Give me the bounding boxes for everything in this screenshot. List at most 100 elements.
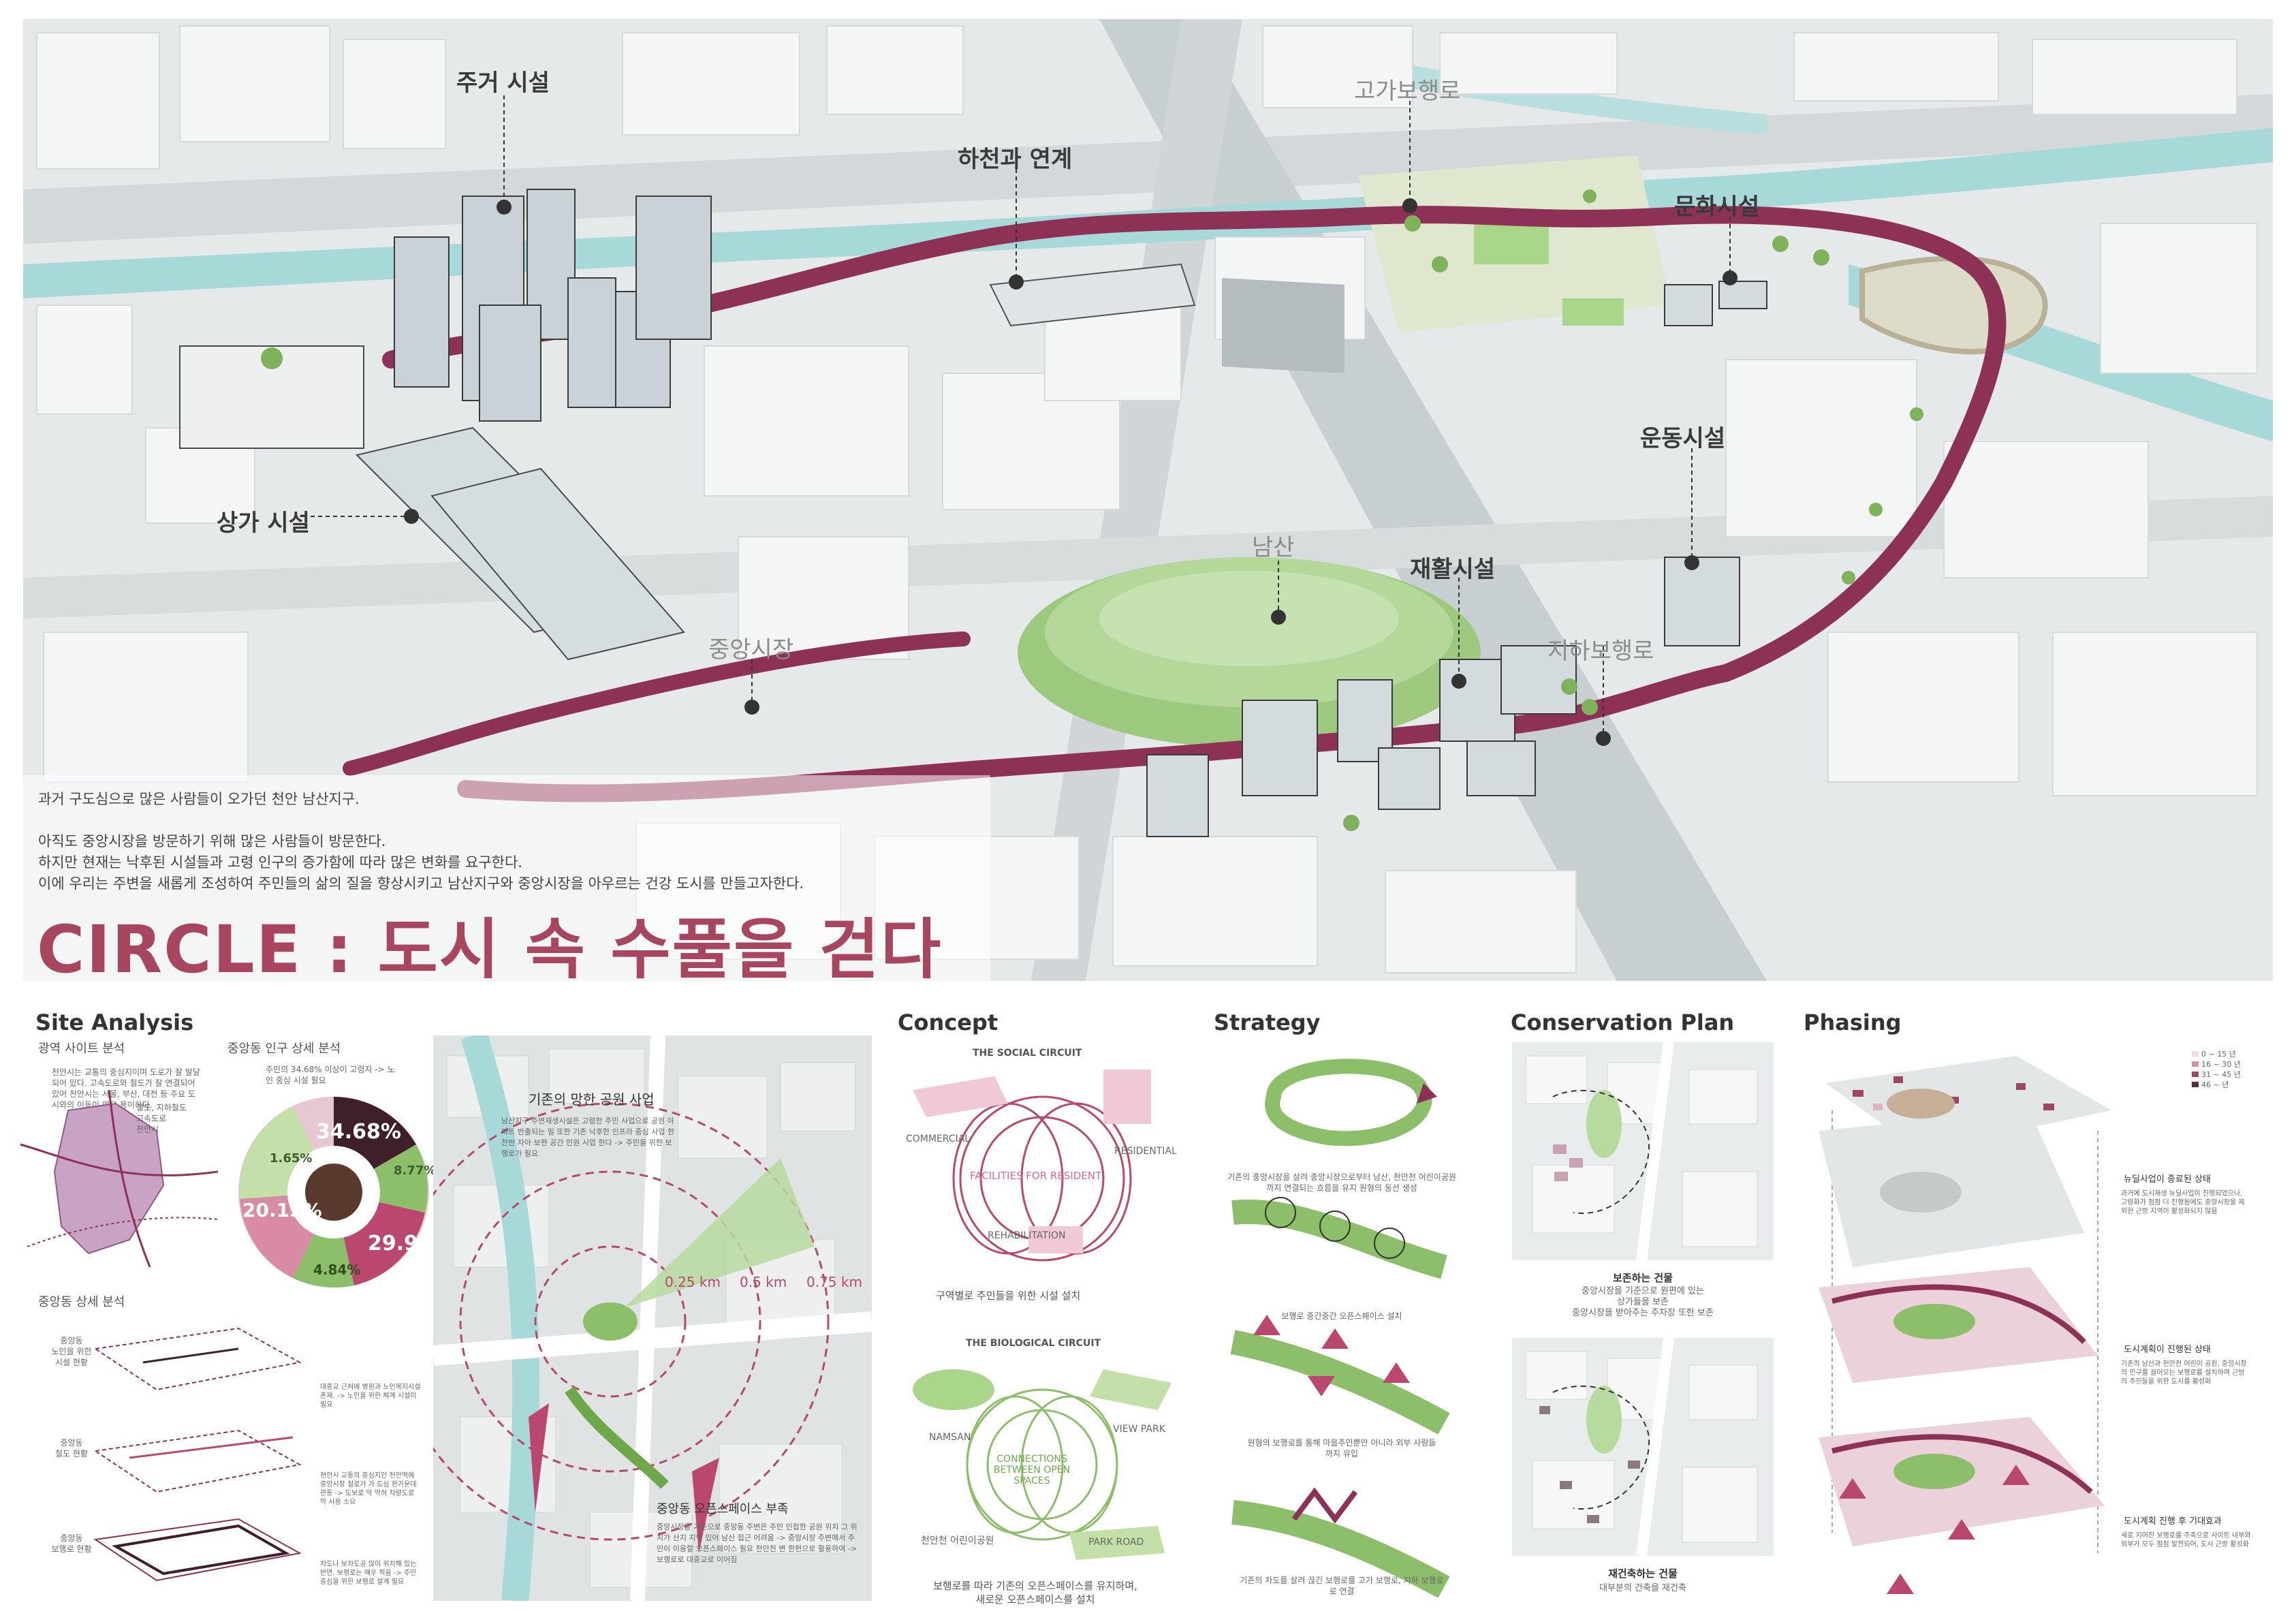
section-title-phasing: Phasing — [1804, 1010, 1902, 1035]
rebuild-map-drawing — [1525, 1338, 1758, 1556]
conservation-map-rebuild — [1512, 1338, 1774, 1556]
label-commercial: 상가 시설 — [217, 510, 310, 537]
strategy-diagrams — [1230, 1059, 1450, 1598]
social-label: COMMERCIAL — [906, 1134, 971, 1144]
bio-caption: 보행로를 따라 기존의 오픈스페이스를 유지하며, 새로운 오픈스페이스를 설치 — [892, 1579, 1178, 1606]
regional-legend: 철도, 지하철도 고속도로 천안시 — [136, 1102, 187, 1135]
population-desc: 주민의 34.68% 이상이 고령자 -> 노인 중심 시설 필요 — [266, 1065, 395, 1085]
population-pie — [238, 1097, 429, 1288]
regional-map — [20, 1090, 218, 1267]
bio-label: VIEW PARK — [1113, 1424, 1165, 1435]
legend-item: 16 ~ 30 년 — [2192, 1059, 2241, 1069]
radius-label: 0.25 km — [665, 1274, 721, 1290]
social-title: THE SOCIAL CIRCUIT — [973, 1048, 1082, 1059]
detail-title: 중앙동 상세 분석 — [38, 1295, 125, 1309]
legend-label: 16 ~ 30 년 — [2201, 1060, 2241, 1069]
bio-caption-line: 새로운 오픈스페이스를 설치 — [975, 1593, 1095, 1606]
keep-map-drawing — [1525, 1042, 1758, 1260]
intro-text: 과거 구도심으로 많은 사람들이 오가던 천안 남산지구. 아직도 중앙시장을 … — [38, 789, 804, 894]
keep-desc: 중앙시장을 기준으로 원편에 있는 상가들을 보존 중앙시장을 받아주는 주차장… — [1512, 1286, 1774, 1319]
layer-desc: 차도나 보차도공 많이 위치해 있는 반면, 보행로는 매우 적음 -> 주민 … — [320, 1561, 417, 1586]
bio-label: NAMSAN — [929, 1432, 971, 1443]
social-label: RESIDENTIAL — [1114, 1146, 1177, 1157]
legend-item: 46 ~ 년 — [2192, 1080, 2241, 1090]
strategy-caption: 기존의 차도를 살려 끊긴 보행로를 고가 보행로, 지하 보행로로 연결 — [1240, 1576, 1444, 1596]
label-rehab: 재활시설 — [1410, 556, 1496, 583]
keep-desc-line: 상가들을 보존 — [1617, 1297, 1669, 1307]
radius-label: 0.75 km — [806, 1274, 862, 1290]
legend-item: 0 ~ 15 년 — [2192, 1049, 2241, 1059]
social-caption: 구역별로 주민들을 위한 시설 설치 — [936, 1290, 1081, 1302]
social-label: REHABILITATION — [988, 1230, 1066, 1241]
layer-desc: 천안시 교통의 중심지인 천안역에 중앙시장 철로가 가 도심 한가운데 관통 … — [320, 1472, 417, 1506]
section-title-site-analysis: Site Analysis — [35, 1010, 194, 1035]
label-central-market: 중앙시장 — [708, 636, 794, 663]
legend-item: 고속도로 — [136, 1114, 167, 1123]
bio-label: PARK ROAD — [1088, 1537, 1144, 1548]
legend-label: 0 ~ 15 년 — [2201, 1050, 2236, 1059]
label-underpass: 지하보행로 — [1547, 638, 1654, 665]
conservation-map-keep — [1512, 1042, 1774, 1260]
site-map-drawing — [433, 1035, 872, 1601]
phasing-stack — [1819, 1056, 2111, 1594]
keep-desc-line: 중앙시장을 기준으로 원편에 있는 — [1582, 1286, 1704, 1296]
social-circuit-diagram — [913, 1069, 1151, 1262]
keep-desc-line: 중앙시장을 받아주는 주차장 또한 보존 — [1572, 1308, 1714, 1318]
phase-desc: 새로 지어진 보행로를 주축으로 사이트 내부와 외부가 모두 점점 발전되어,… — [2121, 1532, 2251, 1548]
phase-title: 도시계획 진행 후 기대효과 — [2124, 1516, 2222, 1527]
bio-caption-line: 보행로를 따라 기존의 오픈스페이스를 유지하며, — [933, 1580, 1137, 1592]
radius-label: 0.5 km — [740, 1274, 787, 1290]
open-space-title: 중앙동 오픈스페이스 부족 — [657, 1502, 789, 1516]
legend-item: 천안시 — [136, 1125, 159, 1134]
label-elevated-walk: 고가보행로 — [1354, 78, 1461, 105]
intro-line: 아직도 중앙시장을 방문하기 위해 많은 사람들이 방문한다. — [38, 833, 386, 849]
hero-map-drawing — [23, 19, 2273, 981]
label-housing: 주거 시설 — [456, 69, 550, 97]
layer-name: 중앙동 노인을 위한 시설 현황 — [51, 1336, 92, 1367]
phase-desc: 기존의 남산과 천안천 어린이 공원, 중앙시장의 인구를 끌어오는 보행로를 … — [2121, 1360, 2247, 1386]
legend-item: 철도, 지하철도 — [136, 1103, 187, 1112]
strategy-caption: 보행로 중간중간 오픈스페이스 설치 — [1281, 1311, 1402, 1321]
label-sports: 운동시설 — [1640, 425, 1726, 452]
hero-axonometric: 주거 시설 하천과 연계 고가보행로 문화시설 상가 시설 운동시설 남산 재활… — [23, 19, 2273, 981]
label-river-link: 하천과 연계 — [958, 146, 1073, 173]
bio-label: 천안천 어린이공원 — [921, 1535, 994, 1546]
bio-circuit-diagram — [913, 1369, 1171, 1560]
layer-stack-diagram — [93, 1327, 302, 1582]
social-label: FACILITIES FOR RESIDENT — [970, 1170, 1102, 1182]
pie-value: 4.84% — [313, 1262, 361, 1278]
section-title-concept: Concept — [898, 1010, 998, 1035]
strategy-caption: 원형의 보행로를 통해 마을주민뿐만 아니라 외부 사람들까지 유입 — [1247, 1438, 1436, 1458]
park-title: 기존의 망한 공원 사업 — [529, 1091, 655, 1108]
bio-title: THE BIOLOGICAL CIRCUIT — [966, 1338, 1101, 1349]
phase-desc: 과거에 도시재생 뉴딜사업이 진행되었으나, 고령화가 점점 더 진행됨에도 중… — [2121, 1190, 2245, 1215]
layer-name: 중앙동 보행로 현황 — [51, 1533, 92, 1554]
phase-title: 뉴딜사업이 종료된 상태 — [2124, 1174, 2211, 1185]
keep-title: 보존하는 건물 — [1612, 1272, 1673, 1284]
main-title: CIRCLE : 도시 속 수풀을 걷다 — [37, 911, 943, 981]
legend-label: 46 ~ 년 — [2201, 1080, 2229, 1089]
layer-name: 중앙동 철도 현황 — [55, 1438, 88, 1458]
intro-line: 이에 우리는 주변을 새롭게 조성하여 주민들의 삶의 질을 향상시키고 남산지… — [38, 875, 804, 892]
legend-label: 31 ~ 45 년 — [2201, 1070, 2241, 1079]
intro-line: 하지만 현재는 낙후된 시설들과 고령 인구의 증가함에 따라 많은 변화를 요… — [38, 854, 522, 871]
bio-label: CONNECTIONS BETWEEN OPEN SPACES — [993, 1454, 1071, 1486]
pie-value: 8.77% — [394, 1164, 437, 1178]
phase-title: 도시계획이 진행된 상태 — [2124, 1345, 2211, 1355]
regional-title: 광역 사이트 분석 — [38, 1042, 125, 1056]
park-desc: 남산지구 주변재생시설은 고령한 주민 사업으로 공원 아파트 반출되는 밀 또… — [501, 1116, 675, 1158]
population-title: 중앙동 인구 상세 분석 — [227, 1042, 341, 1056]
site-map-panel: 기존의 망한 공원 사업 남산지구 주변재생시설은 고령한 주민 사업으로 공원… — [433, 1035, 872, 1601]
strategy-caption: 기존의 중앙시장을 살려 중앙시장으로부터 남산, 천안천 어린이공원까지 연결… — [1227, 1172, 1456, 1193]
phasing-legend: 0 ~ 15 년 16 ~ 30 년 31 ~ 45 년 46 ~ 년 — [2192, 1049, 2241, 1090]
pie-value: 1.65% — [270, 1151, 313, 1166]
section-title-conservation: Conservation Plan — [1511, 1010, 1735, 1035]
pie-value: 20.15% — [242, 1199, 322, 1221]
rebuild-desc: 대부분의 건축을 재건축 — [1599, 1583, 1686, 1593]
label-namsan: 남산 — [1252, 534, 1295, 561]
intro-line: 과거 구도심으로 많은 사람들이 오가던 천안 남산지구. — [38, 791, 360, 807]
section-title-strategy: Strategy — [1214, 1010, 1321, 1035]
rebuild-title: 재건축하는 건물 — [1608, 1567, 1678, 1580]
pie-value: 34.68% — [316, 1120, 401, 1144]
label-culture: 문화시설 — [1674, 193, 1760, 221]
